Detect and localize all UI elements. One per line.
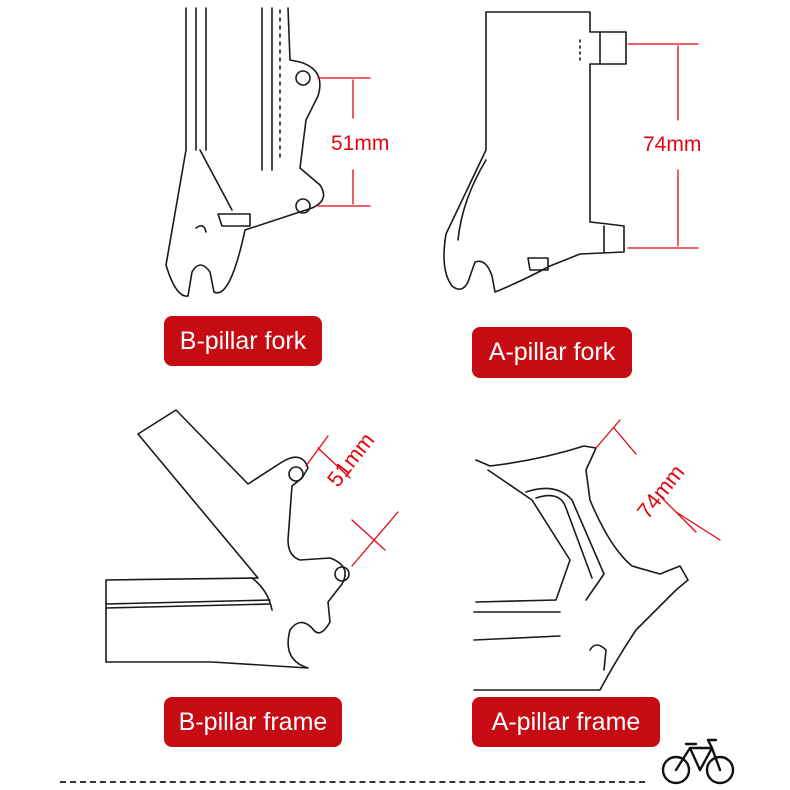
b-pillar-frame-drawing [105, 409, 350, 669]
a-pillar-fork-label: A-pillar fork [472, 327, 632, 378]
b-pillar-fork-drawing [165, 7, 325, 297]
a-pillar-fork-drawing [443, 11, 627, 293]
b-pillar-frame-label: B-pillar frame [164, 697, 342, 747]
a-fork-measure: 74mm [643, 133, 702, 156]
bicycle-icon [661, 738, 735, 785]
b-fork-measure: 51mm [331, 132, 390, 155]
a-pillar-frame-label: A-pillar frame [472, 697, 660, 747]
b-pillar-fork-label: B-pillar fork [164, 316, 322, 366]
a-pillar-frame-drawing [473, 445, 689, 691]
b-frame-dimension-lines [305, 435, 399, 567]
a-fork-dimension-lines [627, 43, 699, 249]
a-frame-dimension-lines [595, 419, 721, 541]
footer-divider [60, 781, 645, 783]
b-fork-dimension-lines [317, 77, 371, 207]
